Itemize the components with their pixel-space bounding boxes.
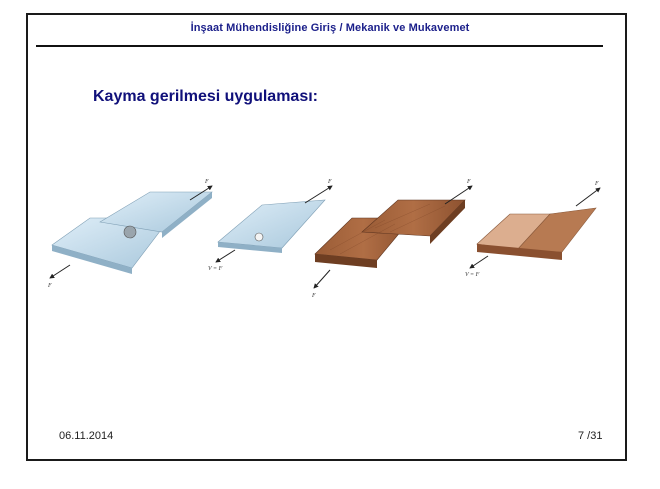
wood-free-body-illustration: F V = F <box>465 181 601 278</box>
force-label-top: F <box>204 179 209 185</box>
wood-joint-illustration: F F <box>311 179 473 299</box>
force-label-top: F <box>327 179 332 185</box>
shear-label: V = F <box>208 266 223 272</box>
header-divider <box>36 45 603 47</box>
page-number: 7 /31 <box>578 430 603 442</box>
shear-label: V = F <box>465 272 480 278</box>
force-label-bottom: F <box>311 293 316 299</box>
force-label-bottom: F <box>47 283 52 289</box>
plate-free-body-illustration: F V = F <box>208 179 333 272</box>
header-title: İnşaat Mühendisliğine Giriş / Mekanik ve… <box>190 22 470 34</box>
force-label-top: F <box>466 179 471 185</box>
force-label-top: F <box>594 181 599 187</box>
footer-date: 06.11.2014 <box>59 430 114 442</box>
slide-heading: Kayma gerilmesi uygulaması: <box>93 88 318 105</box>
bolted-joint-illustration: F F <box>47 179 213 289</box>
shear-stress-figure: F F F V = F F F F V = F <box>47 179 601 299</box>
